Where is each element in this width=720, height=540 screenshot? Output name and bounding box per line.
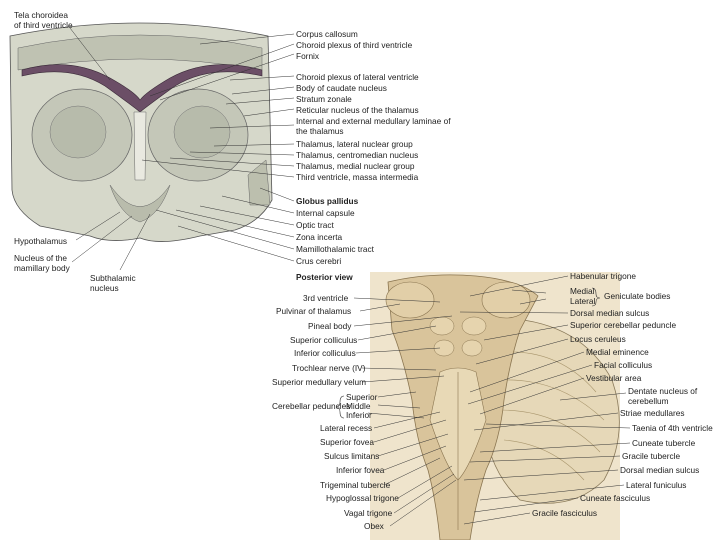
label-lateral-funiculus: Lateral funiculus xyxy=(626,480,686,490)
label-thalamus-centromedian: Thalamus, centromedian nucleus xyxy=(296,150,418,160)
thalamus-nucleus-left xyxy=(50,106,106,158)
label-cerebellar-peduncles: Cerebellar peduncles xyxy=(272,401,350,411)
label-zona-incerta: Zona incerta xyxy=(296,232,342,242)
label-tela-choroidea: Tela choroidea of third ventricle xyxy=(14,10,76,30)
label-peduncle-inferior: Inferior xyxy=(346,410,372,420)
label-cuneate-fasciculus: Cuneate fasciculus xyxy=(580,493,650,503)
label-choroid-plexus-lateral-ventricle: Choroid plexus of lateral ventricle xyxy=(296,72,419,82)
label-subthalamic-nucleus: Subthalamic nucleus xyxy=(90,273,140,293)
label-vagal-trigone: Vagal trigone xyxy=(344,508,392,518)
label-lateral-recess: Lateral recess xyxy=(320,423,372,433)
superior-colliculus-right xyxy=(462,317,486,335)
label-medial-eminence: Medial eminence xyxy=(586,347,649,357)
label-locus-ceruleus: Locus ceruleus xyxy=(570,334,626,344)
label-body-caudate-nucleus: Body of caudate nucleus xyxy=(296,83,387,93)
label-obex: Obex xyxy=(364,521,384,531)
label-facial-colliculus: Facial colliculus xyxy=(594,360,652,370)
label-gracile-fasciculus: Gracile fasciculus xyxy=(532,508,597,518)
label-hypoglossal-trigone: Hypoglossal trigone xyxy=(326,493,399,503)
label-medullary-laminae: Internal and external medullary laminae … xyxy=(296,116,452,136)
label-posterior-view-title: Posterior view xyxy=(296,272,353,282)
label-fornix: Fornix xyxy=(296,51,319,61)
label-third-ventricle-massa: Third ventricle, massa intermedia xyxy=(296,172,418,182)
label-geniculate-lateral: Lateral xyxy=(570,296,595,306)
label-inferior-colliculus: Inferior colliculus xyxy=(294,348,356,358)
label-choroid-plexus-third-ventricle: Choroid plexus of third ventricle xyxy=(296,40,412,50)
label-mamillary-nucleus: Nucleus of the mamillary body xyxy=(14,253,82,273)
label-crus-cerebri: Crus cerebri xyxy=(296,256,341,266)
label-geniculate-bodies: Geniculate bodies xyxy=(604,291,670,301)
label-stratum-zonale: Stratum zonale xyxy=(296,94,352,104)
label-internal-capsule: Internal capsule xyxy=(296,208,355,218)
label-3rd-ventricle: 3rd ventricle xyxy=(303,293,348,303)
label-pineal-body: Pineal body xyxy=(308,321,351,331)
label-superior-fovea: Superior fovea xyxy=(320,437,374,447)
inferior-colliculus-right xyxy=(462,340,482,356)
label-reticular-nucleus: Reticular nucleus of the thalamus xyxy=(296,105,419,115)
label-gracile-tubercle: Gracile tubercle xyxy=(622,451,680,461)
label-sulcus-limitans: Sulcus limitans xyxy=(324,451,379,461)
label-geniculate-medial: Medial xyxy=(570,286,594,296)
label-superior-cerebellar-peduncle: Superior cerebellar peduncle xyxy=(570,320,676,330)
label-superior-medullary-velum: Superior medullary velum xyxy=(272,377,366,387)
label-hypothalamus: Hypothalamus xyxy=(14,236,67,246)
label-dorsal-median-sulcus-lower: Dorsal median sulcus xyxy=(620,465,699,475)
label-dentate-nucleus: Dentate nucleus of cerebellum xyxy=(628,386,700,406)
label-vestibular-area: Vestibular area xyxy=(586,373,641,383)
label-thalamus-lateral-group: Thalamus, lateral nuclear group xyxy=(296,139,413,149)
label-thalamus-medial-group: Thalamus, medial nuclear group xyxy=(296,161,415,171)
label-pulvinar: Pulvinar of thalamus xyxy=(276,306,351,316)
label-inferior-fovea: Inferior fovea xyxy=(336,465,384,475)
label-trochlear-nerve: Trochlear nerve (IV) xyxy=(292,363,365,373)
label-corpus-callosum: Corpus callosum xyxy=(296,29,358,39)
label-superior-colliculus: Superior colliculus xyxy=(290,335,357,345)
label-optic-tract: Optic tract xyxy=(296,220,334,230)
label-globus-pallidus: Globus pallidus xyxy=(296,196,358,206)
third-ventricle xyxy=(134,112,146,180)
label-striae-medullares: Striae medullares xyxy=(620,408,685,418)
label-habenular-trigone: Habenular trigone xyxy=(570,271,636,281)
coronal-section-figure xyxy=(10,23,294,270)
label-trigeminal-tubercle: Trigeminal tubercle xyxy=(320,480,390,490)
label-dorsal-median-sulcus-upper: Dorsal median sulcus xyxy=(570,308,649,318)
label-mamillothalamic-tract: Mamillothalamic tract xyxy=(296,244,374,254)
label-taenia-4th-ventricle: Taenia of 4th ventricle xyxy=(632,423,713,433)
thalamus-nucleus-right xyxy=(174,106,230,158)
superior-colliculus-left xyxy=(430,317,454,335)
label-cuneate-tubercle: Cuneate tubercle xyxy=(632,438,695,448)
